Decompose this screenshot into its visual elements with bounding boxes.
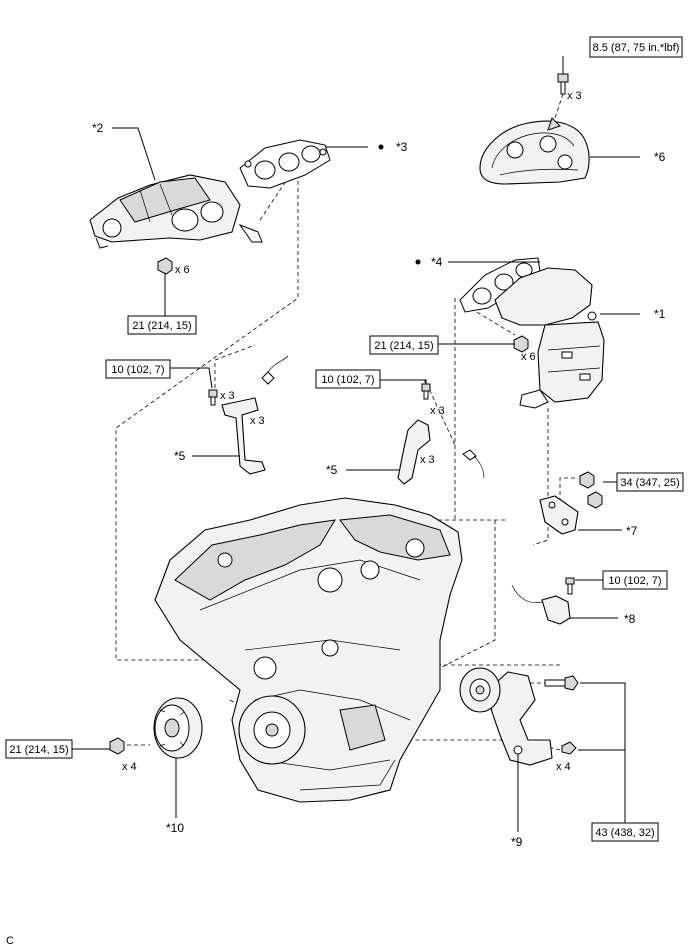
svg-text:43 (438, 32): 43 (438, 32) [595, 827, 654, 839]
qty-coil-bolts-left: x 3 [220, 390, 235, 402]
torque-box-coil-right: 10 (102, 7) [315, 369, 381, 389]
exhaust-manifold-right [494, 267, 605, 409]
exhaust-gasket-right [459, 257, 541, 313]
svg-text:21 (214, 15): 21 (214, 15) [132, 320, 191, 332]
sensor [511, 577, 575, 625]
manifold-bracket [539, 495, 579, 535]
svg-text:10 (102, 7): 10 (102, 7) [321, 374, 374, 386]
heat-insulator [479, 117, 590, 185]
svg-text:10 (102, 7): 10 (102, 7) [111, 364, 164, 376]
leader-lines [72, 56, 640, 832]
idler-pulley-bracket [459, 667, 553, 766]
callout-5-right: *5 [326, 463, 338, 477]
callout-4: *4 [431, 255, 443, 269]
callout-3: *3 [396, 140, 408, 154]
bullet-dot-3 [378, 144, 384, 150]
svg-text:8.5 (87, 75 in.*lbf): 8.5 (87, 75 in.*lbf) [593, 42, 680, 54]
crankshaft-pulley [153, 697, 203, 759]
torque-box-pump: 43 (438, 32) [591, 822, 659, 842]
exhaust-gasket-left [239, 139, 331, 189]
svg-text:34 (347, 25): 34 (347, 25) [620, 477, 679, 489]
torque-box-heat-insulator: 8.5 (87, 75 in.*lbf) [589, 36, 683, 58]
exhaust-manifold-left [89, 174, 263, 249]
torque-box-bracket: 34 (347, 25) [616, 472, 684, 492]
manifold-nut-left [157, 257, 173, 275]
corner-mark: C [6, 935, 14, 947]
manifold-nut-right [513, 335, 529, 353]
torque-box-sensor: 10 (102, 7) [602, 570, 668, 590]
svg-text:21 (214, 15): 21 (214, 15) [374, 340, 433, 352]
callout-7: *7 [626, 524, 638, 538]
qty-manifold-nuts-left: x 6 [175, 264, 190, 276]
callout-9: *9 [511, 835, 523, 849]
qty-manifold-nuts-right: x 6 [521, 351, 536, 363]
qty-coils-right: x 3 [420, 454, 435, 466]
callout-6: *6 [654, 150, 666, 164]
callout-10: *10 [166, 821, 184, 835]
torque-box-coil-left: 10 (102, 7) [105, 359, 171, 379]
bracket-bolts [579, 471, 603, 509]
ignition-coil-left [208, 355, 289, 475]
qty-pump-bolts: x 4 [556, 761, 571, 773]
callout-2: *2 [92, 121, 104, 135]
torque-box-pulley: 21 (214, 15) [5, 739, 73, 759]
qty-pulley-bolts: x 4 [122, 761, 137, 773]
engine-block [154, 497, 463, 803]
torque-box-manifold-left: 21 (214, 15) [127, 315, 197, 335]
qty-coil-bolts-right: x 3 [430, 405, 445, 417]
callout-8: *8 [624, 612, 636, 626]
pulley-bolt [109, 737, 125, 755]
callout-5-left: *5 [174, 449, 186, 463]
bullet-dot-4 [415, 259, 421, 265]
svg-text:10 (102, 7): 10 (102, 7) [608, 575, 661, 587]
torque-box-manifold-right: 21 (214, 15) [369, 335, 439, 355]
callout-1: *1 [654, 307, 666, 321]
qty-coils-left: x 3 [250, 415, 265, 427]
qty-heat-insulator-bolts: x 3 [567, 90, 582, 102]
ignition-coil-right [397, 383, 485, 485]
pump-bolts [544, 675, 579, 755]
svg-text:21 (214, 15): 21 (214, 15) [9, 744, 68, 756]
